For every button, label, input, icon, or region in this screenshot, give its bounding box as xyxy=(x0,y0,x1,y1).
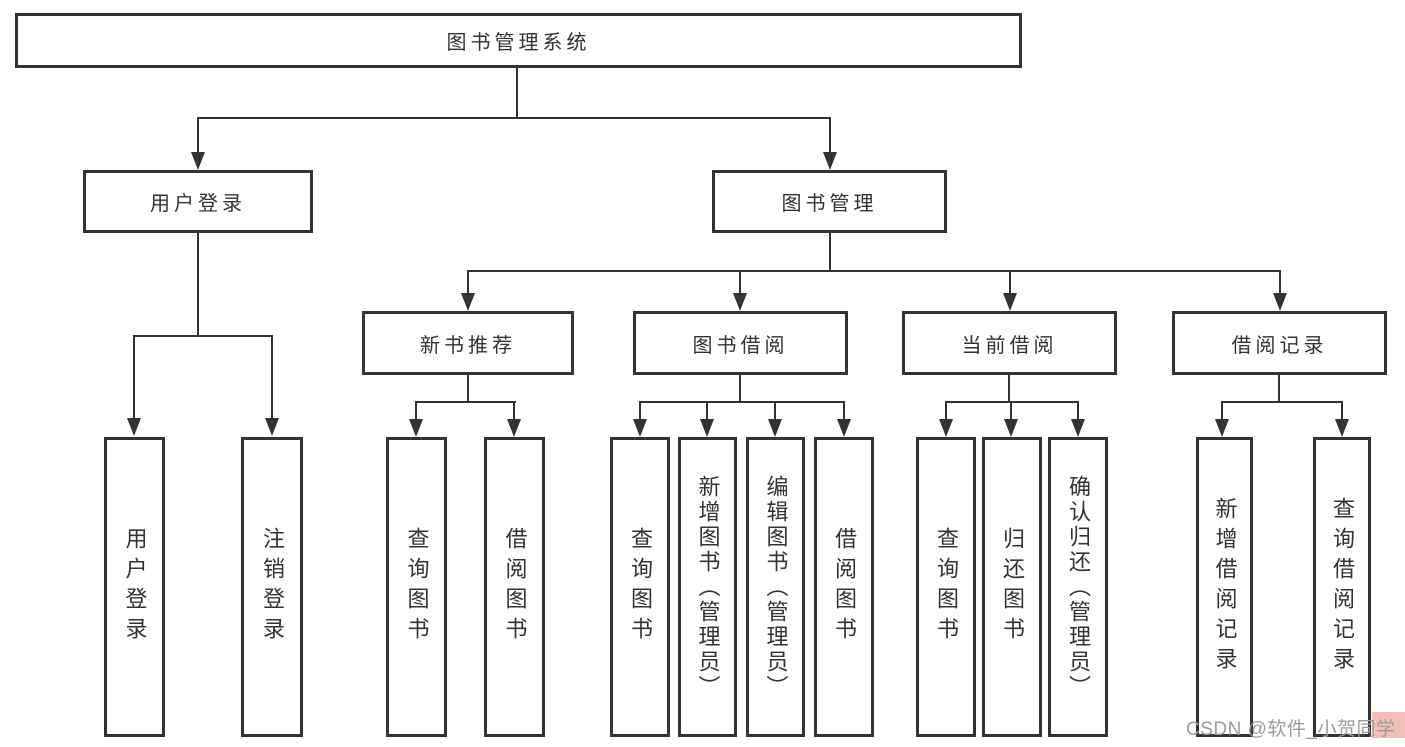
section-node-book-borrow: 图书借阅 xyxy=(633,311,848,375)
connector-root-crossbar xyxy=(197,117,831,119)
connector-leaf-drop xyxy=(1341,401,1343,421)
connector-leaf-drop xyxy=(415,401,417,421)
connector-section1-crossbar xyxy=(639,401,845,403)
connector-section-drop xyxy=(739,270,741,294)
leaf-node-add-borrow-record: 新增借阅记录 xyxy=(1196,437,1253,737)
arrow-down-icon xyxy=(733,293,747,311)
connector-management-drop xyxy=(829,117,831,152)
connector-section-drop xyxy=(1279,270,1281,294)
connector-root-stem xyxy=(516,68,518,118)
leaf-node-query-borrow-record: 查询借阅记录 xyxy=(1313,437,1371,737)
arrow-down-icon xyxy=(265,418,279,436)
leaf-node-confirm-return-admin: 确认归还（管理员） xyxy=(1048,437,1108,737)
connector-leaf-drop xyxy=(945,401,947,421)
arrow-down-icon xyxy=(1004,419,1018,437)
section-node-current-borrow: 当前借阅 xyxy=(902,311,1117,375)
arrow-down-icon xyxy=(768,419,782,437)
user-login-node: 用户登录 xyxy=(83,170,313,233)
connector-management-crossbar xyxy=(467,270,1281,272)
arrow-down-icon xyxy=(127,418,141,436)
connector-leaf-drop xyxy=(774,401,776,421)
connector-user-crossbar xyxy=(133,335,273,337)
connector-section-drop xyxy=(467,270,469,294)
arrow-down-icon xyxy=(633,419,647,437)
root-node: 图书管理系统 xyxy=(15,13,1022,68)
arrow-down-icon xyxy=(1273,293,1287,311)
connector-management-stem xyxy=(829,233,831,271)
arrow-down-icon xyxy=(409,419,423,437)
leaf-node-query-book: 查询图书 xyxy=(916,437,976,737)
connector-section3-stem xyxy=(1278,375,1280,403)
leaf-node-borrow-book: 借阅图书 xyxy=(484,437,545,737)
watermark-highlight xyxy=(1372,712,1405,738)
connector-section1-stem xyxy=(739,375,741,403)
arrow-down-icon xyxy=(1071,419,1085,437)
connector-section0-stem xyxy=(467,375,469,403)
connector-user-leaf-drop xyxy=(271,335,273,419)
connector-section0-crossbar xyxy=(415,401,516,403)
arrow-down-icon xyxy=(1335,419,1349,437)
leaf-node-edit-book-admin: 编辑图书（管理员） xyxy=(746,437,805,737)
connector-leaf-drop xyxy=(843,401,845,421)
leaf-node-return-book: 归还图书 xyxy=(982,437,1042,737)
arrow-down-icon xyxy=(939,419,953,437)
arrow-down-icon xyxy=(507,419,521,437)
connector-user-stem xyxy=(197,233,199,336)
arrow-down-icon xyxy=(823,152,837,170)
connector-section2-crossbar xyxy=(945,401,1079,403)
arrow-down-icon xyxy=(837,419,851,437)
connector-section3-crossbar xyxy=(1221,401,1343,403)
section-node-new-book-recommend: 新书推荐 xyxy=(362,311,574,375)
arrow-down-icon xyxy=(700,419,714,437)
connector-leaf-drop xyxy=(1221,401,1223,421)
arrow-down-icon xyxy=(191,152,205,170)
connector-leaf-drop xyxy=(513,401,515,421)
connector-leaf-drop xyxy=(1010,401,1012,421)
connector-leaf-drop xyxy=(706,401,708,421)
leaf-node-add-book-admin: 新增图书（管理员） xyxy=(678,437,737,737)
arrow-down-icon xyxy=(461,293,475,311)
connector-user-leaf-drop xyxy=(133,335,135,419)
connector-leaf-drop xyxy=(1077,401,1079,421)
leaf-node-logout: 注销登录 xyxy=(241,437,303,737)
watermark-text: CSDN @软件_小贺同学 xyxy=(1186,719,1396,740)
leaf-node-user-login: 用户登录 xyxy=(104,437,165,737)
book-management-node: 图书管理 xyxy=(712,170,947,233)
arrow-down-icon xyxy=(1003,293,1017,311)
arrow-down-icon xyxy=(1215,419,1229,437)
connector-leaf-drop xyxy=(639,401,641,421)
leaf-node-query-book: 查询图书 xyxy=(386,437,447,737)
leaf-node-borrow-book: 借阅图书 xyxy=(814,437,874,737)
section-node-borrow-record: 借阅记录 xyxy=(1172,311,1387,375)
connector-user-drop xyxy=(197,117,199,152)
connector-section2-stem xyxy=(1008,375,1010,403)
connector-section-drop xyxy=(1009,270,1011,294)
leaf-node-query-book: 查询图书 xyxy=(610,437,670,737)
